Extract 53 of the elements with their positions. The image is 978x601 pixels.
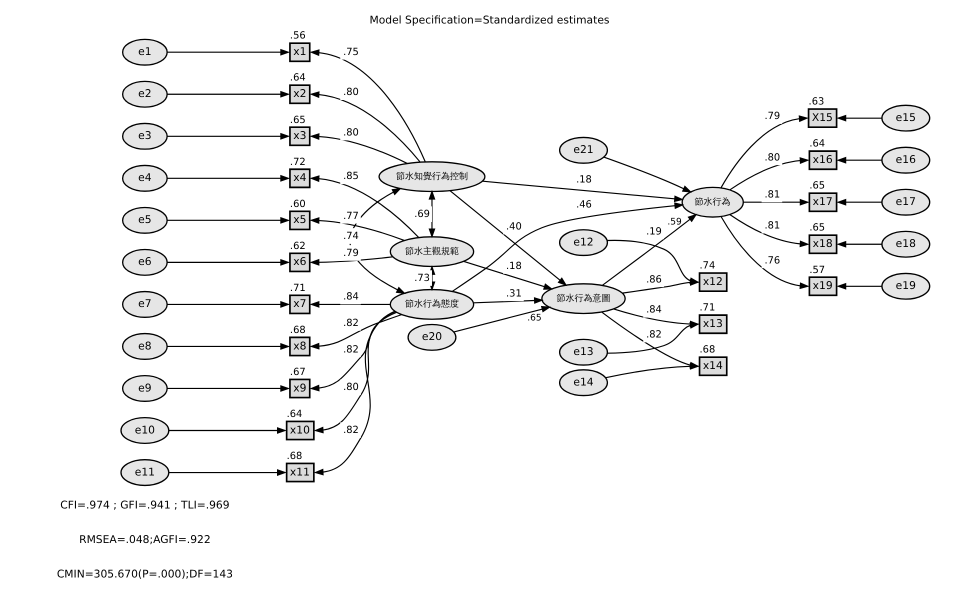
node-label: .71 [289, 282, 306, 294]
node-label: .64 [286, 408, 302, 420]
node-label: .65 [808, 180, 825, 192]
node-label: .72 [289, 156, 306, 168]
edge-label: .82 [342, 318, 358, 329]
edge-label: .80 [764, 152, 780, 164]
edge-label: .79 [764, 111, 780, 122]
edge-label: .82 [342, 425, 358, 436]
node-label: .71 [699, 302, 715, 314]
node-label: .68 [699, 344, 715, 356]
node-label: .63 [808, 96, 824, 108]
edge-label: .80 [342, 128, 358, 139]
node-label: .68 [289, 324, 306, 336]
label: RMSEA=.048;AGFI=.922 [78, 532, 210, 546]
edge-label: .84 [342, 292, 358, 303]
edge-label: .85 [342, 171, 358, 182]
edge-label: .18 [576, 174, 592, 186]
node-label: .64 [289, 72, 306, 84]
node-label: .60 [289, 198, 306, 210]
edge-label: .80 [342, 382, 358, 394]
edge-label: .31 [506, 288, 522, 300]
node-label: .59 [666, 217, 682, 228]
label: CFI=.974 ; GFI=.941 ; TLI=.969 [60, 498, 230, 512]
node-label: .65 [808, 222, 825, 234]
edge-label: .82 [342, 344, 358, 356]
node-label: .62 [289, 240, 306, 252]
edge-label: .19 [646, 226, 662, 238]
edge-label: .74 [342, 230, 358, 242]
edge-label: .84 [646, 304, 662, 316]
edge-label: .79 [342, 248, 358, 259]
node-label: .74 [699, 260, 715, 272]
node-label: .67 [289, 366, 306, 378]
diagram-title: Model Specification=Standardized estimates [369, 13, 609, 26]
edge-label: .81 [764, 189, 780, 200]
node-label: .65 [289, 114, 306, 126]
node-label: .56 [289, 30, 306, 42]
node-label: .65 [526, 314, 542, 324]
edge-label: .73 [414, 273, 430, 284]
edge-label: .80 [342, 87, 358, 98]
node-label: .68 [286, 451, 302, 462]
edge-label: .86 [646, 274, 662, 286]
edge-label: .18 [506, 261, 522, 272]
label: CMIN=305.670(P=.000);DF=143 [56, 568, 232, 581]
edge-label: .46 [576, 199, 592, 210]
edge-label: .76 [764, 255, 780, 266]
edge-label: .69 [414, 209, 430, 220]
node-label: .57 [808, 264, 825, 276]
edge-label: .75 [342, 46, 358, 58]
edge-label: .40 [506, 222, 522, 232]
edge-label: .77 [342, 210, 358, 222]
edge-label: .81 [764, 220, 780, 232]
node-label: .64 [808, 138, 825, 150]
edge-label: .82 [646, 329, 662, 340]
